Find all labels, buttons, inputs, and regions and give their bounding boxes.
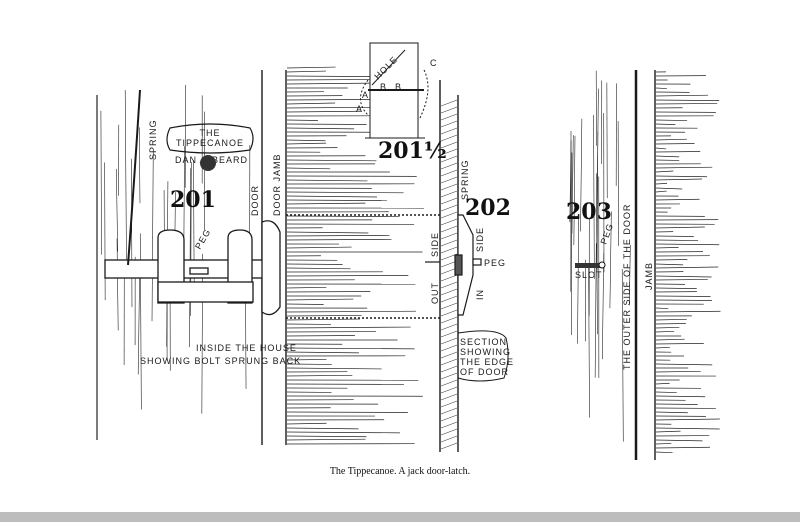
peg-label-203: PEG xyxy=(598,222,615,246)
latch-201-drawing xyxy=(104,89,281,316)
spring-label-202: SPRING xyxy=(460,159,470,200)
svg-text:TIPPECANOE: TIPPECANOE xyxy=(176,138,244,148)
svg-text:SECTION: SECTION xyxy=(460,337,507,347)
outer-side-label: THE OUTER SIDE OF THE DOOR xyxy=(622,204,632,370)
figure-201-half-number: 201½ xyxy=(378,138,447,164)
wood-grain-hatching xyxy=(96,66,721,454)
point-c-label: C xyxy=(430,58,438,68)
figure-caption: The Tippecanoe. A jack door-latch. xyxy=(330,466,470,477)
peg-label-202: PEG xyxy=(484,258,506,268)
peg-label: PEG xyxy=(193,227,213,251)
out-side-label: SIDE xyxy=(430,232,440,257)
out-label: OUT xyxy=(430,282,440,304)
figure-201-half-drawing xyxy=(360,42,429,139)
point-b2-label: B xyxy=(395,82,402,92)
svg-text:SHOWING: SHOWING xyxy=(460,347,511,357)
door-jamb-label: DOOR JAMB xyxy=(272,153,282,216)
svg-text:BEARD: BEARD xyxy=(212,155,248,165)
tippecanoe-logo: THE TIPPECANOE DAN BEARD xyxy=(166,123,254,171)
svg-text:DAN: DAN xyxy=(175,155,197,165)
point-a2-label: A xyxy=(356,104,363,114)
showing-bolt-label: SHOWING BOLT SPRUNG BACK xyxy=(140,356,301,366)
section-note: SECTION SHOWING THE EDGE OF DOOR xyxy=(457,330,514,382)
jamb-label: JAMB xyxy=(644,262,654,290)
peg-mark xyxy=(598,261,606,269)
svg-text:OF DOOR: OF DOOR xyxy=(460,367,509,377)
section-202-drawing xyxy=(425,214,482,316)
spring-label: SPRING xyxy=(148,119,158,160)
slot-label: SLOT xyxy=(575,270,603,280)
figure-201-number: 201 xyxy=(170,187,216,213)
point-a-label: A xyxy=(362,90,369,100)
figure-203-number: 203 xyxy=(566,199,612,225)
svg-text:THE EDGE: THE EDGE xyxy=(460,357,514,367)
figure-202-number: 202 xyxy=(465,195,511,221)
point-b-label: B xyxy=(380,82,387,92)
scan-edge xyxy=(0,512,800,522)
slot-mark xyxy=(575,263,600,268)
svg-text:THE: THE xyxy=(200,128,221,138)
in-label: IN xyxy=(475,289,485,300)
in-side-label: SIDE xyxy=(475,227,485,252)
inside-the-house-label: INSIDE THE HOUSE xyxy=(196,343,297,353)
door-label: DOOR xyxy=(250,185,260,216)
